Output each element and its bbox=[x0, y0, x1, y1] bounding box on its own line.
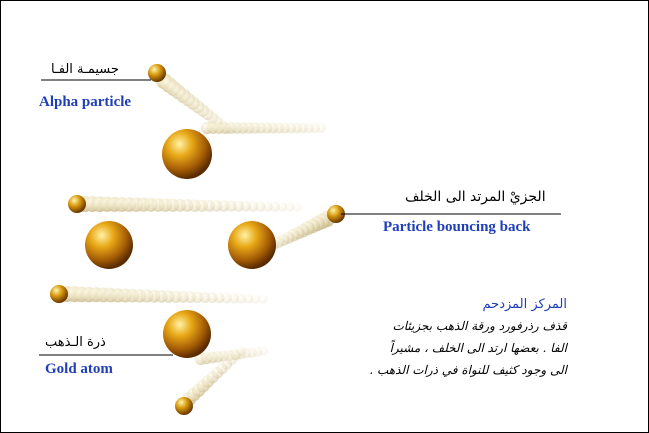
particle-trails bbox=[59, 73, 335, 406]
trail-dot bbox=[285, 202, 295, 212]
alpha-label-en: Alpha particle bbox=[39, 94, 132, 110]
trail-dot bbox=[258, 346, 268, 356]
trail-dot bbox=[316, 123, 326, 133]
trail-dot bbox=[270, 201, 280, 212]
gold-label-en: Gold atom bbox=[45, 361, 113, 377]
alpha-label-ar: جسيمـة الفـا bbox=[51, 62, 119, 77]
trail-dot bbox=[214, 292, 225, 304]
alpha-particle-sphere bbox=[148, 64, 166, 82]
note-line: الفا . بعضها ارتد الى الخلف ، مشيراً bbox=[389, 341, 567, 355]
trail-dot bbox=[236, 293, 247, 304]
bounce-label-en: Particle bouncing back bbox=[383, 219, 531, 235]
trail-dot bbox=[251, 294, 261, 304]
trail-bounce bbox=[264, 211, 335, 252]
trail-top-row bbox=[77, 196, 302, 213]
trail-dot bbox=[243, 293, 254, 304]
trail-dot bbox=[229, 293, 239, 304]
trail-dot bbox=[240, 201, 252, 212]
trail-dot bbox=[236, 346, 246, 356]
alpha-particle-sphere bbox=[175, 397, 193, 415]
bounce-label-ar: الجزيْ المرتد الى الخلف bbox=[405, 189, 546, 205]
trail-dot bbox=[262, 201, 273, 212]
alpha-particle-sphere bbox=[327, 205, 345, 223]
gold-atom-sphere bbox=[85, 221, 133, 269]
gold-label-ar: ذرة الـذهب bbox=[45, 335, 106, 350]
gold-atom-sphere bbox=[228, 221, 276, 269]
note-title: المركز المزدحم bbox=[482, 297, 568, 312]
alpha-particle-sphere bbox=[50, 285, 68, 303]
trail-dot bbox=[221, 293, 232, 304]
trail-dot bbox=[258, 294, 268, 304]
alpha-particle-sphere bbox=[68, 195, 86, 213]
note-line: قذف رذرفورد ورقة الذهب بجزيئات bbox=[392, 319, 567, 333]
trail-alpha-horizontal bbox=[201, 122, 326, 134]
gold-atom-sphere bbox=[162, 129, 212, 179]
trail-lower-row bbox=[59, 286, 268, 304]
note-line: الى وجود كثيف للنواة في ذرات الذهب . bbox=[369, 363, 567, 377]
trail-dot bbox=[292, 202, 302, 212]
gold-atom-sphere bbox=[163, 310, 211, 358]
trail-dot bbox=[247, 201, 259, 212]
trail-dot bbox=[277, 202, 288, 212]
trail-dot bbox=[255, 201, 266, 212]
note-body: قذف رذرفورد ورقة الذهب بجزيئات الفا . بع… bbox=[361, 315, 567, 381]
